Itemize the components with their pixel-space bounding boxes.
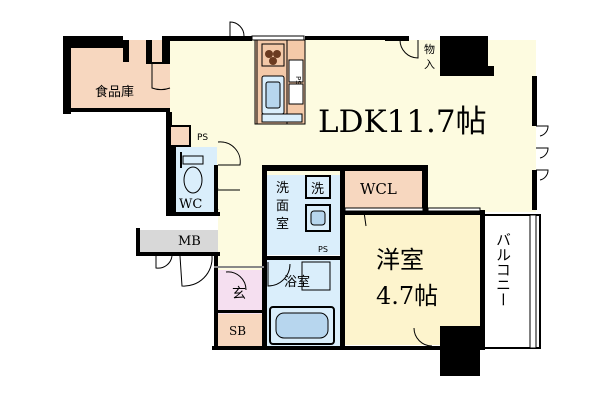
wcl-floor	[344, 170, 427, 210]
washer-label: 洗	[311, 182, 324, 197]
balcony-railing	[529, 214, 537, 349]
walls	[63, 36, 537, 376]
sb-label: SB	[229, 324, 246, 338]
washroom-label-2: 面	[276, 199, 289, 214]
food-storage-label: 食品庫	[95, 84, 134, 100]
bedroom-label-2: 4.7帖	[376, 282, 438, 310]
mb-floor	[140, 230, 218, 252]
toilet-icon	[180, 152, 204, 194]
windows	[251, 35, 481, 212]
wcl-label: WCL	[360, 180, 397, 198]
ps-mid-label: PS	[197, 133, 208, 143]
storage-top-label-2: 入	[424, 58, 435, 71]
washroom-label-3: 室	[276, 216, 289, 232]
kitchen-fixtures	[256, 39, 306, 125]
bathroom-label: 浴室	[284, 274, 310, 290]
door-swings	[151, 21, 549, 347]
ldk-label: LDK11.7帖	[318, 104, 487, 140]
ps-bath-label: PS	[318, 245, 328, 254]
storage-top-label-1: 物	[424, 42, 435, 56]
bedroom-floor	[344, 215, 482, 345]
balcony-label: バルコニー	[494, 232, 512, 307]
bathtub-icon	[269, 261, 335, 345]
ps-top-label: PS	[294, 76, 302, 85]
food-storage-floor	[70, 40, 170, 110]
washroom-fixtures	[305, 175, 331, 232]
mb-label: MB	[178, 234, 201, 249]
entrance-label: 玄	[232, 285, 246, 302]
wc-label: WC	[179, 197, 202, 212]
washroom-label-1: 洗	[276, 181, 289, 196]
sb-floor	[218, 314, 264, 347]
bedroom-label-1: 洋室	[376, 246, 424, 274]
